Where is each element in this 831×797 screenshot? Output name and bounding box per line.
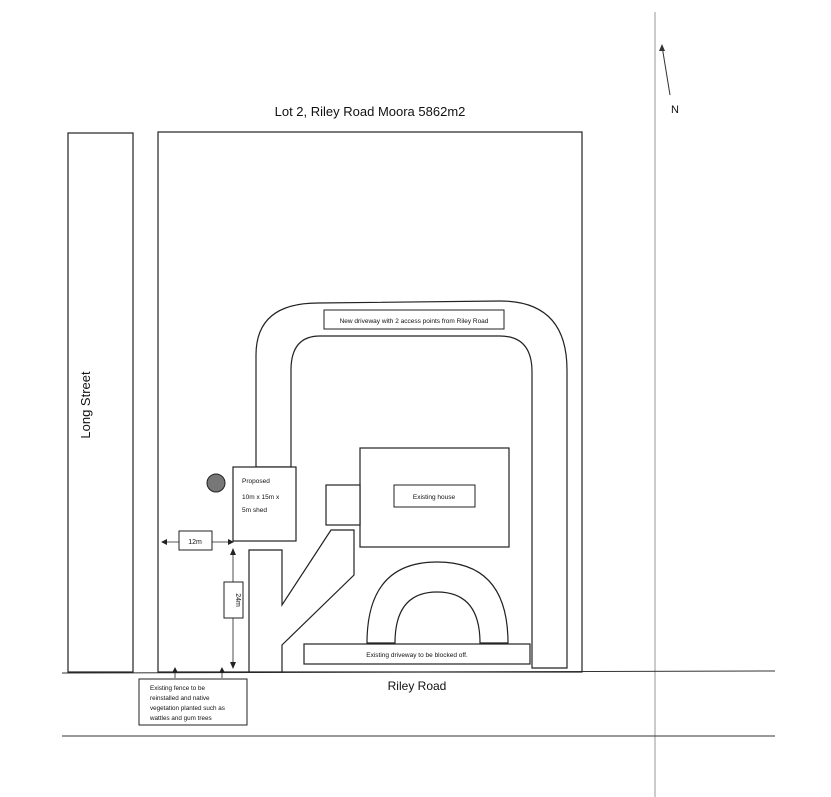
dim-12m-arrow-left — [161, 539, 167, 545]
riley-road-label: Riley Road — [388, 679, 447, 693]
fence-arrow-right — [219, 667, 225, 673]
fence-note-line4: wattles and gum trees — [149, 715, 212, 722]
new-driveway-label-box — [323, 309, 505, 330]
shed-label-line1: Proposed — [242, 478, 270, 485]
dim-24m-label: 24m — [234, 593, 241, 607]
dim-24m-arrow-top — [230, 548, 236, 555]
fence-note-line1: Existing fence to be — [150, 685, 205, 692]
dim-12m-label: 12m — [188, 539, 202, 546]
new-driveway-label: New driveway with 2 access points from R… — [340, 318, 489, 325]
dim-24m-box — [223, 581, 244, 619]
existing-house-label: Existing house — [413, 494, 456, 501]
fence-note-line2: reinstalled and native — [150, 695, 210, 702]
new-driveway — [255, 300, 568, 669]
dim-24m-arrow-bottom — [230, 662, 236, 669]
existing-circular-driveway — [366, 561, 509, 644]
north-arrow — [661, 45, 671, 96]
existing-driveway-y — [248, 529, 355, 673]
shed-label-line3: 5m shed — [242, 507, 267, 514]
house-annex — [325, 484, 361, 526]
north-label: N — [671, 104, 679, 116]
existing-driveway-bar — [303, 643, 531, 665]
north-arrow-head — [659, 44, 665, 51]
fence-note-line3: vegetation planted such as — [150, 705, 225, 712]
dim-12m-arrow-right — [228, 539, 234, 545]
lot-boundary — [157, 131, 583, 673]
plan-title: Lot 2, Riley Road Moora 5862m2 — [275, 104, 466, 119]
fence-note-box — [138, 678, 248, 726]
fence-arrow-left — [172, 667, 178, 673]
proposed-shed — [232, 466, 297, 542]
long-street — [67, 132, 134, 673]
existing-house-label-box — [393, 484, 476, 508]
tree-symbol — [206, 473, 226, 493]
long-street-label: Long Street — [78, 371, 93, 439]
dim-12m-box — [178, 530, 213, 551]
shed-label-line2: 10m x 15m x — [242, 494, 280, 501]
existing-driveway-label: Existing driveway to be blocked off. — [366, 652, 468, 659]
